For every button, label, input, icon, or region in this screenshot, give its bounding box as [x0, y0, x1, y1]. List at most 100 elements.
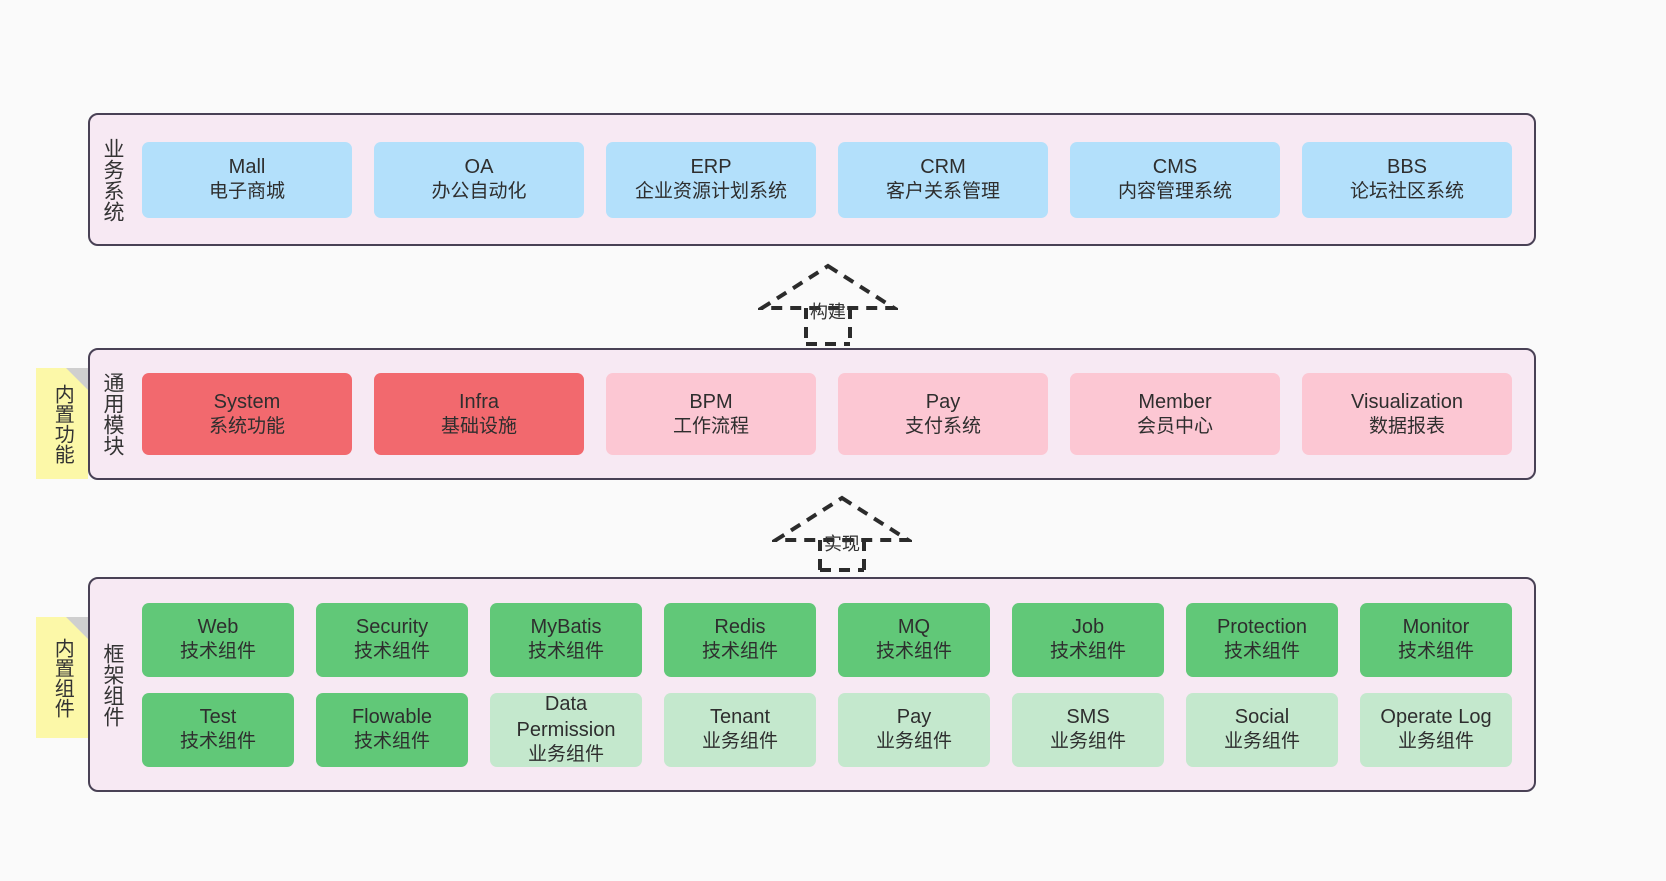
node-tenant-cn: 业务组件	[701, 731, 778, 753]
node-operate-log-cn: 业务组件	[1397, 731, 1474, 753]
node-pay-module[interactable]: Pay 支付系统	[838, 373, 1048, 455]
node-bbs-cn: 论坛社区系统	[1349, 181, 1464, 203]
node-pay-component[interactable]: Pay 业务组件	[838, 692, 990, 767]
node-monitor-en: Monitor	[1402, 616, 1470, 639]
node-test-cn: 技术组件	[179, 731, 256, 753]
framework-tech-row: Web 技术组件 Security 技术组件 MyBatis 技术组件 Redi…	[142, 602, 1512, 677]
node-protection-cn: 技术组件	[1223, 641, 1300, 663]
node-data-permission-en: Data Permission	[516, 693, 616, 742]
node-tenant-en: Tenant	[709, 706, 771, 729]
node-pay-module-en: Pay	[925, 390, 961, 413]
node-visualization[interactable]: Visualization 数据报表	[1302, 373, 1512, 455]
connector-build-label: 构建	[810, 302, 846, 322]
node-bpm[interactable]: BPM 工作流程	[606, 373, 816, 455]
node-mybatis[interactable]: MyBatis 技术组件	[490, 602, 642, 677]
node-pay-component-cn: 业务组件	[875, 731, 952, 753]
node-member[interactable]: Member 会员中心	[1070, 373, 1280, 455]
node-web-cn: 技术组件	[179, 641, 256, 663]
connector-implement-arrow	[772, 495, 912, 572]
node-data-permission[interactable]: Data Permission 业务组件	[490, 692, 642, 767]
layer-framework-body: Web 技术组件 Security 技术组件 MyBatis 技术组件 Redi…	[134, 579, 1534, 790]
node-cms-cn: 内容管理系统	[1117, 181, 1232, 203]
connector-implement: 实现	[772, 494, 912, 572]
node-erp[interactable]: ERP 企业资源计划系统	[606, 141, 816, 218]
node-system-en: System	[213, 390, 281, 413]
node-protection-en: Protection	[1216, 616, 1308, 639]
layer-modules-body: System 系统功能 Infra 基础设施 BPM 工作流程 Pay 支付系统…	[134, 350, 1534, 478]
sticky-fold-icon	[66, 368, 88, 390]
node-mybatis-en: MyBatis	[530, 616, 602, 639]
connector-build-arrow	[758, 263, 898, 346]
node-infra-cn: 基础设施	[440, 415, 517, 437]
node-crm-en: CRM	[920, 156, 966, 179]
layer-modules-caption: 通用模块	[101, 372, 125, 456]
node-pay-module-cn: 支付系统	[904, 415, 981, 437]
sticky-note-builtin-functions: 内置功能	[36, 368, 88, 479]
node-test[interactable]: Test 技术组件	[142, 692, 294, 767]
node-sms-en: SMS	[1066, 706, 1110, 729]
node-pay-component-en: Pay	[896, 706, 932, 729]
layer-business-caption: 业务系统	[101, 137, 125, 222]
node-social-en: Social	[1234, 706, 1290, 729]
node-system[interactable]: System 系统功能	[142, 373, 352, 455]
layer-framework-caption: 框架组件	[101, 642, 125, 727]
sticky-note-builtin-components: 内置组件	[36, 617, 88, 738]
node-monitor[interactable]: Monitor 技术组件	[1360, 602, 1512, 677]
node-web[interactable]: Web 技术组件	[142, 602, 294, 677]
node-crm[interactable]: CRM 客户关系管理	[838, 141, 1048, 218]
connector-build: 构建	[758, 262, 898, 346]
node-mall-en: Mall	[228, 156, 266, 179]
node-oa-cn: 办公自动化	[431, 181, 527, 203]
node-system-cn: 系统功能	[208, 415, 285, 437]
node-sms[interactable]: SMS 业务组件	[1012, 692, 1164, 767]
node-protection[interactable]: Protection 技术组件	[1186, 602, 1338, 677]
modules-node-row: System 系统功能 Infra 基础设施 BPM 工作流程 Pay 支付系统…	[142, 373, 1512, 455]
node-security[interactable]: Security 技术组件	[316, 602, 468, 677]
sticky-builtin-functions-label: 内置功能	[51, 383, 74, 464]
node-bbs[interactable]: BBS 论坛社区系统	[1302, 141, 1512, 218]
node-erp-cn: 企业资源计划系统	[634, 181, 787, 203]
framework-business-row: Test 技术组件 Flowable 技术组件 Data Permission …	[142, 692, 1512, 767]
node-operate-log[interactable]: Operate Log 业务组件	[1360, 692, 1512, 767]
node-test-en: Test	[199, 706, 237, 729]
node-crm-cn: 客户关系管理	[885, 181, 1000, 203]
node-social-cn: 业务组件	[1223, 731, 1300, 753]
sticky-builtin-components-label: 内置组件	[51, 637, 74, 718]
node-social[interactable]: Social 业务组件	[1186, 692, 1338, 767]
business-node-row: Mall 电子商城 OA 办公自动化 ERP 企业资源计划系统 CRM 客户关系…	[142, 141, 1512, 218]
node-redis-cn: 技术组件	[701, 641, 778, 663]
layer-framework-components: 框架组件 Web 技术组件 Security 技术组件 MyBatis 技术组件…	[88, 577, 1536, 792]
node-flowable[interactable]: Flowable 技术组件	[316, 692, 468, 767]
node-monitor-cn: 技术组件	[1397, 641, 1474, 663]
node-oa[interactable]: OA 办公自动化	[374, 141, 584, 218]
node-infra-en: Infra	[458, 390, 500, 413]
node-bbs-en: BBS	[1386, 156, 1428, 179]
node-tenant[interactable]: Tenant 业务组件	[664, 692, 816, 767]
node-job[interactable]: Job 技术组件	[1012, 602, 1164, 677]
node-infra[interactable]: Infra 基础设施	[374, 373, 584, 455]
node-mq-cn: 技术组件	[875, 641, 952, 663]
node-cms[interactable]: CMS 内容管理系统	[1070, 141, 1280, 218]
node-mall-cn: 电子商城	[208, 181, 285, 203]
node-web-en: Web	[197, 616, 239, 639]
node-redis-en: Redis	[714, 616, 766, 639]
node-mall[interactable]: Mall 电子商城	[142, 141, 352, 218]
node-visualization-cn: 数据报表	[1368, 415, 1445, 437]
layer-general-modules: 通用模块 System 系统功能 Infra 基础设施 BPM 工作流程 Pay	[88, 348, 1536, 480]
node-erp-en: ERP	[690, 156, 732, 179]
node-visualization-en: Visualization	[1351, 390, 1463, 413]
node-operate-log-en: Operate Log	[1380, 706, 1492, 729]
node-mq-en: MQ	[897, 616, 931, 639]
node-mq[interactable]: MQ 技术组件	[838, 602, 990, 677]
node-redis[interactable]: Redis 技术组件	[664, 602, 816, 677]
node-security-en: Security	[355, 616, 429, 639]
node-member-cn: 会员中心	[1136, 415, 1213, 437]
node-cms-en: CMS	[1152, 156, 1198, 179]
node-bpm-en: BPM	[689, 390, 733, 413]
node-mybatis-cn: 技术组件	[527, 641, 604, 663]
node-flowable-cn: 技术组件	[353, 731, 430, 753]
layer-business-system: 业务系统 Mall 电子商城 OA 办公自动化 ERP 企业资源计划系统 CRM	[88, 113, 1536, 246]
node-data-permission-cn: 业务组件	[527, 744, 604, 766]
node-sms-cn: 业务组件	[1049, 731, 1126, 753]
